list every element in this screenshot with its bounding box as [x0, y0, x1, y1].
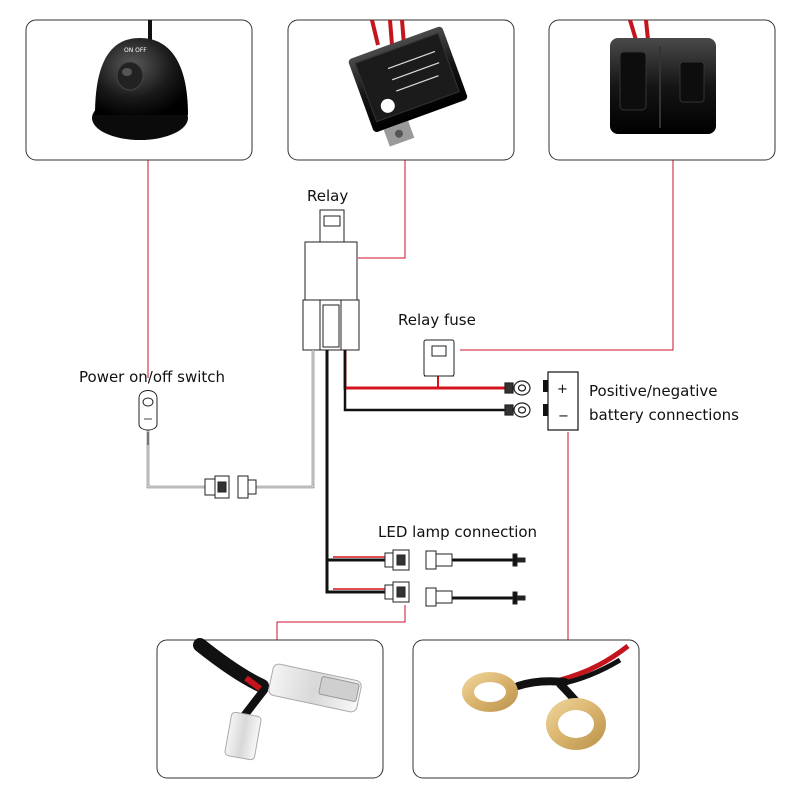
connector-photo-panel: [156, 638, 384, 779]
ring-terminals-photo-panel: [412, 639, 640, 779]
battery-minus-sign: −: [558, 409, 569, 424]
fuse-holder-photo-panel: [548, 19, 776, 161]
relay-label: Relay: [307, 187, 348, 205]
led-lamp-connector-bottom: [384, 581, 526, 607]
relay-symbol: [302, 209, 360, 351]
callout-lines: [147, 160, 674, 640]
relay-fuse-label: Relay fuse: [398, 311, 476, 329]
battery-symbol: + −: [543, 371, 579, 431]
led-lamp-label: LED lamp connection: [378, 523, 537, 541]
battery-ring-terminals: [504, 380, 531, 418]
switch-print-text: ON OFF: [124, 47, 147, 54]
switch-wire-connector: [204, 475, 257, 499]
relay-fuse-symbol: [423, 339, 455, 377]
harness-wires: [146, 350, 515, 600]
battery-label-line2: battery connections: [589, 406, 739, 424]
led-lamp-connector-top: [384, 549, 526, 571]
relay-photo-panel: [287, 19, 515, 161]
power-switch-symbol: [138, 390, 158, 445]
power-switch-label: Power on/off switch: [79, 368, 225, 386]
switch-photo-panel: ON OFF: [25, 19, 253, 161]
battery-plus-sign: +: [557, 382, 568, 397]
battery-label-line1: Positive/negative: [589, 382, 717, 400]
